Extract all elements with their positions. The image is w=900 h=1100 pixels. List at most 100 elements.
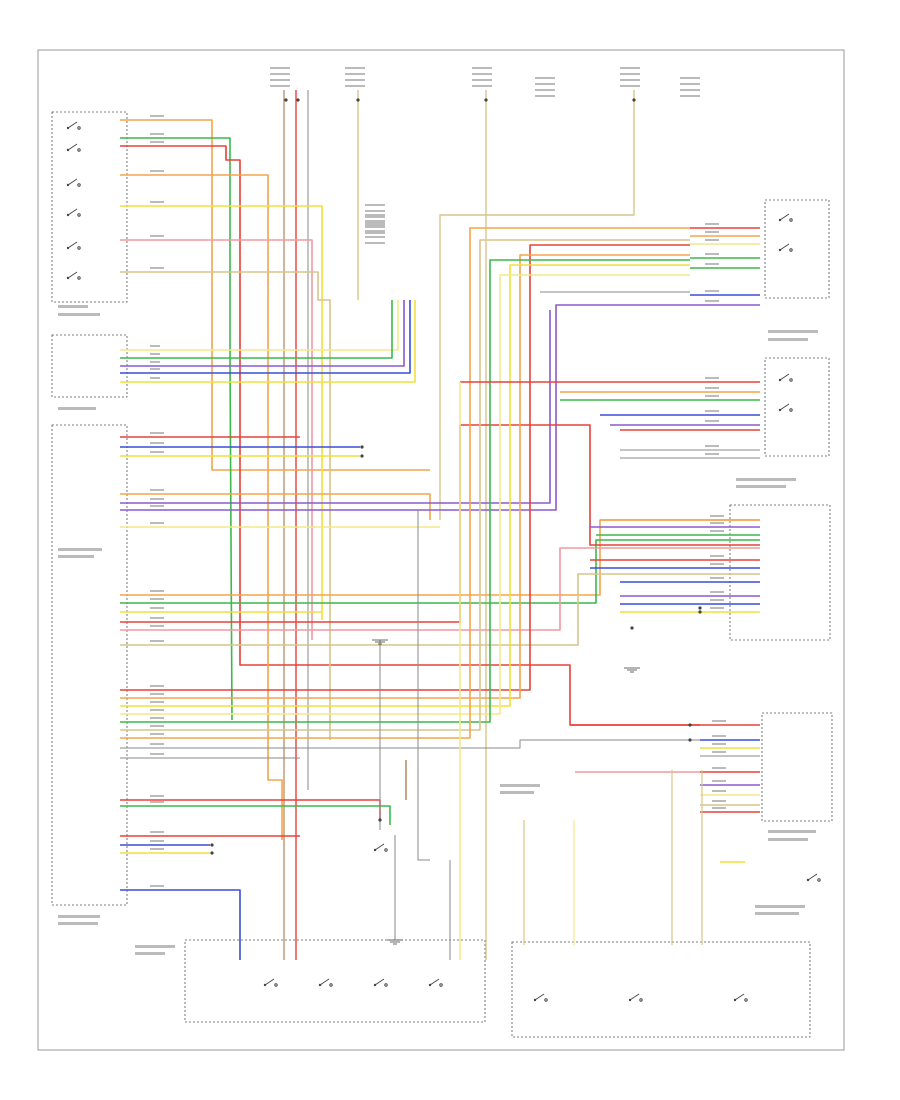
wire-label-bar — [150, 840, 164, 842]
wire-label-bar — [150, 795, 164, 797]
switch-contact — [263, 978, 278, 987]
wire-label-bar — [705, 410, 719, 412]
wire-label-bar — [150, 451, 164, 453]
splice-point — [284, 98, 288, 102]
wire-trace — [120, 137, 233, 721]
switch-contact — [318, 978, 333, 987]
wire-trace — [120, 254, 690, 699]
wire-label-bar — [710, 607, 724, 609]
wire-label-bar — [705, 239, 719, 241]
wire-trace — [120, 300, 399, 351]
splice-point — [698, 606, 702, 610]
wire-label-bar — [150, 598, 164, 600]
wire-label-bar — [150, 625, 164, 627]
switch-contact — [373, 843, 388, 852]
wire-label-bar — [705, 223, 719, 225]
wire-label-bar — [150, 801, 164, 803]
wire-label-bar — [535, 89, 555, 91]
wire-trace — [120, 259, 690, 723]
wire-label-bar — [705, 420, 719, 422]
wire-label-bar — [270, 85, 290, 87]
wire-label-bar — [705, 387, 719, 389]
wire-label-bar — [712, 800, 726, 802]
wire-label-bar — [365, 216, 385, 218]
mirror-switch-upper — [764, 199, 830, 299]
wire-label-bar — [710, 555, 724, 557]
wire-label-bar — [705, 395, 719, 397]
wire-label-bar — [150, 743, 164, 745]
wire-label-bar — [472, 73, 492, 75]
wire-label-bar — [712, 767, 726, 769]
wire-label-bar — [150, 133, 164, 135]
wire-label-bar — [710, 530, 724, 532]
wire-label-bar — [710, 599, 724, 601]
wire-label-bar — [150, 361, 160, 363]
wire-label-bar — [710, 522, 724, 524]
wire-label-bar — [270, 79, 290, 81]
switch-contact — [66, 121, 81, 130]
wire-label-bar — [535, 83, 555, 85]
caption-bars — [58, 305, 818, 955]
wire-label-bar — [620, 79, 640, 81]
wire-label-bar — [535, 95, 555, 97]
wire-label-bar — [150, 235, 164, 237]
wire-label-bar — [712, 720, 726, 722]
splice-point — [688, 723, 692, 727]
wire-trace — [120, 493, 431, 520]
seat-switch-block — [511, 941, 811, 1038]
wire-label-bar — [365, 230, 385, 232]
wire-label-bar — [365, 236, 385, 238]
switch-contact — [66, 208, 81, 217]
splice-point — [378, 818, 382, 822]
wire-label-bar — [365, 242, 385, 244]
wire-label-bar — [150, 725, 164, 727]
switch-contact — [628, 993, 643, 1002]
wire-label-bar — [150, 709, 164, 711]
wire-label-bar — [620, 85, 640, 87]
switch-contact — [778, 213, 793, 222]
switch-contact — [778, 243, 793, 252]
wire-label-bar — [365, 222, 385, 224]
wire-label-bar — [150, 885, 164, 887]
wire-label-bar — [150, 617, 164, 619]
wire-label-bar — [705, 231, 719, 233]
wire-label-bar — [705, 377, 719, 379]
wire-trace — [120, 424, 760, 623]
wire-trace — [120, 805, 391, 825]
wire-label-bar — [150, 141, 164, 143]
control-module-left — [51, 424, 128, 906]
wire-label-bar — [705, 453, 719, 455]
wire-label-bar — [150, 607, 164, 609]
switch-panel-left-top — [51, 111, 128, 303]
wire-label-bar — [150, 753, 164, 755]
splice-point — [210, 843, 214, 847]
wire-label-bar — [150, 368, 160, 370]
wire-trace — [120, 539, 760, 604]
wire-label-bar — [705, 290, 719, 292]
wire-trace — [120, 145, 700, 726]
wire-label-bar — [150, 442, 164, 444]
wire-label-bar — [150, 693, 164, 695]
wire-label-bar — [712, 807, 726, 809]
wire-trace — [120, 547, 760, 631]
wire-label-bar — [472, 79, 492, 81]
wire-label-bar — [150, 267, 164, 269]
wire-label-bar — [365, 232, 385, 234]
wire-label-bar — [365, 204, 385, 206]
splice-point — [632, 98, 636, 102]
wire-label-bar — [365, 210, 385, 212]
wire-label-bar — [712, 743, 726, 745]
wire-label-bar — [150, 717, 164, 719]
switch-contact — [733, 993, 748, 1002]
seat-motor-block — [184, 939, 486, 1023]
splice-point — [484, 98, 488, 102]
switch-contact — [778, 373, 793, 382]
splice-point — [688, 738, 692, 742]
wire-trace — [417, 510, 430, 861]
wire-label-bar — [712, 790, 726, 792]
wires — [120, 90, 760, 960]
wire-label-bar — [710, 577, 724, 579]
splice-point — [360, 445, 364, 449]
wire-trace — [120, 205, 323, 620]
